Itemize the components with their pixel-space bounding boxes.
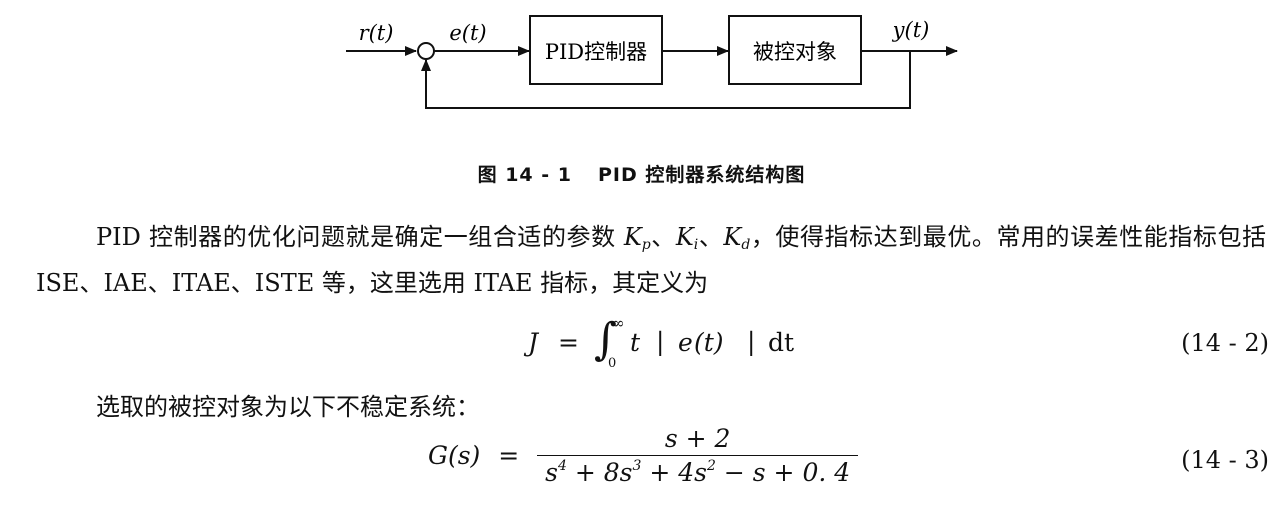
param-kp-subscript: p [641,237,651,253]
numerator: s + 2 [537,424,859,456]
den-term: + 4s [641,458,708,487]
equation-number-14-2: (14 - 2) [1181,329,1269,357]
eq-lhs: J [528,328,539,357]
plant-block [728,15,862,85]
integral-lower-limit: 0 [608,356,617,371]
eq2-lhs: G(s) [428,441,481,470]
figure-caption: 图 14 - 1 PID 控制器系统结构图 [0,160,1283,187]
figure-number: 图 14 - 1 [477,164,572,186]
den-exponent: 2 [707,458,716,474]
eq2-equals: = [498,441,520,470]
separator: 、 [650,223,676,251]
paragraph-plant-intro: 选取的被控对象为以下不稳定系统： [96,393,480,421]
integrand-t: t [630,328,641,357]
equation-transfer-function: G(s) = s + 2 s4 + 8s3 + 4s2 − s + 0. 4 [428,424,859,487]
param-kd: K [723,223,742,251]
transfer-fraction: s + 2 s4 + 8s3 + 4s2 − s + 0. 4 [537,424,859,487]
error-signal-label: e(t) [449,21,486,45]
summing-junction [417,42,435,60]
den-term: + 8s [566,458,633,487]
integrand-arg: (t) [694,328,724,357]
figure-title: PID 控制器系统结构图 [598,164,806,186]
abs-bar-right: | [747,327,756,356]
param-ki-subscript: i [693,237,699,253]
param-kp: K [623,223,642,251]
input-signal-label: r(t) [359,21,394,45]
separator: 、 [698,223,724,251]
param-ki: K [675,223,694,251]
integral-upper-limit: ∞ [612,314,625,332]
pid-block-diagram: PID控制器 被控对象 r(t) e(t) y(t) [346,15,958,109]
den-term: − s + 0. 4 [715,458,851,487]
param-kd-subscript: d [741,237,751,253]
paragraph-text: ，使得指标达到最优。常用的误差性能指标包括 ISE、IAE、ITAE、ISTE … [36,223,1267,297]
integrand-e: e [678,328,693,357]
equation-number-14-3: (14 - 3) [1181,446,1269,474]
denominator: s4 + 8s3 + 4s2 − s + 0. 4 [537,456,858,487]
den-exponent: 4 [558,458,567,474]
paragraph-pid-optimization: PID 控制器的优化问题就是确定一组合适的参数 Kp、Ki、Kd，使得指标达到最… [36,218,1266,302]
paragraph-text: PID 控制器的优化问题就是确定一组合适的参数 [96,223,624,251]
plant-label: 被控对象 [753,40,837,64]
differential-dt: dt [768,328,795,357]
pid-controller-label: PID控制器 [545,40,647,64]
output-signal-label: y(t) [892,18,930,42]
integral-sign: ∫ [594,314,617,365]
eq-equals: = [558,328,579,357]
pid-controller-block [529,15,663,85]
feedback-path [421,51,911,109]
den-term: s [545,458,559,487]
abs-bar-left: | [656,327,665,356]
den-exponent: 3 [632,458,642,474]
